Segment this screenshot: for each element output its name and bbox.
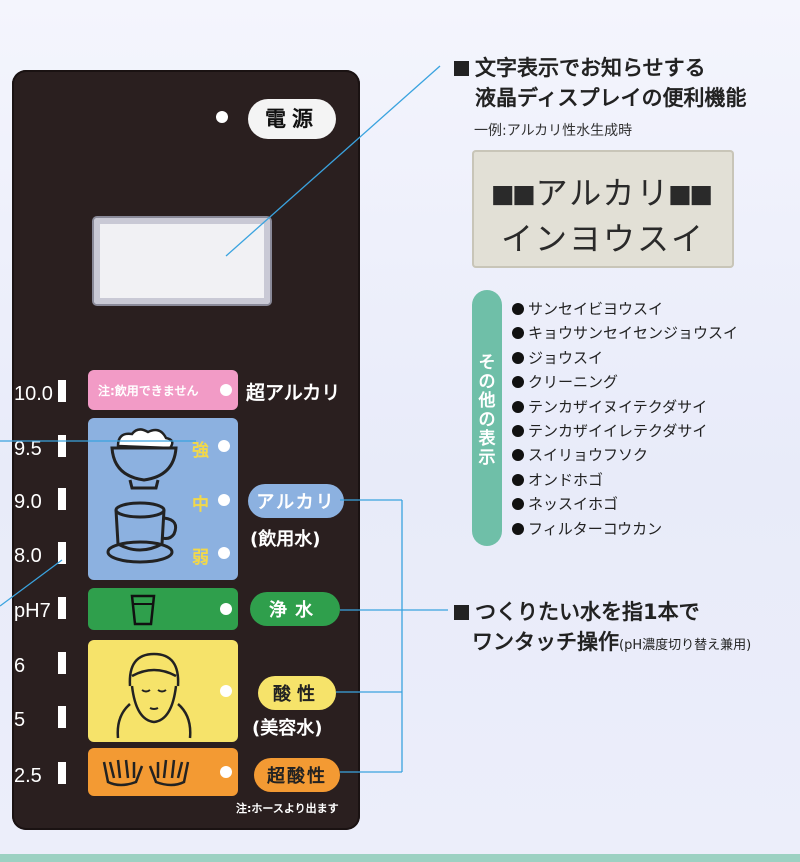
level-weak-led — [218, 547, 230, 559]
bullet-icon — [512, 498, 524, 511]
bullet-icon — [512, 473, 524, 486]
ph-label-10: 10.0 — [14, 383, 53, 405]
operation-callout-title-2: ワンタッチ操作(pH濃度切り替え兼用) — [472, 626, 751, 656]
lcd-callout-title-1-text: 文字表示でお知らせする — [475, 56, 706, 80]
bullet-icon — [512, 522, 524, 535]
square-bullet-icon — [454, 61, 469, 76]
list-item: スイリョウフソク — [512, 443, 738, 467]
other-displays-label: その他の表示 — [478, 353, 496, 468]
ph-label-9: 9.0 — [14, 491, 42, 513]
ph-indicator-7 — [58, 597, 66, 619]
alkaline-button[interactable]: アルカリ — [248, 484, 344, 518]
list-item: キョウサンセイセンジョウスイ — [512, 321, 738, 345]
purified-block — [88, 588, 238, 630]
purified-button[interactable]: 浄水 — [250, 592, 340, 626]
ph-label-5: 5 — [14, 709, 26, 731]
bullet-icon — [512, 376, 524, 389]
list-item: クリーニング — [512, 370, 738, 394]
super-acidic-led — [220, 766, 232, 778]
super-alkaline-label: 超アルカリ — [246, 382, 341, 404]
power-indicator — [216, 111, 228, 123]
bullet-icon — [512, 351, 524, 364]
acidic-button[interactable]: 酸性 — [258, 676, 336, 710]
list-item: テンカザイイレテクダサイ — [512, 419, 738, 443]
level-strong: 強 — [192, 441, 209, 461]
list-item: オンドホゴ — [512, 468, 738, 492]
bottom-strip — [0, 854, 800, 862]
super-acidic-button[interactable]: 超酸性 — [254, 758, 340, 792]
ph-indicator-9-5 — [58, 435, 66, 457]
bullet-icon — [512, 449, 524, 462]
level-medium-led — [218, 494, 230, 506]
rice-bowl-icon — [110, 428, 178, 490]
level-strong-led — [218, 440, 230, 452]
hose-note: 注:ホースより出ます — [236, 802, 339, 815]
lcd-demo-line-1: ■■アルカリ■■ — [493, 174, 713, 212]
coffee-cup-icon — [106, 501, 178, 564]
bullet-icon — [512, 424, 524, 437]
power-button[interactable]: 電源 — [248, 99, 336, 139]
bullet-icon — [512, 400, 524, 413]
level-medium: 中 — [192, 495, 209, 515]
other-displays-tab — [472, 290, 502, 546]
other-displays-list: サンセイビヨウスイ キョウサンセイセンジョウスイ ジョウスイ クリーニング テン… — [512, 297, 738, 541]
super-alkaline-block — [88, 370, 238, 410]
ph-indicator-8 — [58, 542, 66, 564]
operation-callout-title-1: つくりたい水を指1本で — [454, 596, 700, 626]
alkaline-sub-label: (飲用水) — [250, 529, 321, 550]
list-item: ネッスイホゴ — [512, 492, 738, 516]
face-icon — [116, 652, 192, 739]
ph-label-6: 6 — [14, 655, 26, 677]
ph-indicator-6 — [58, 652, 66, 674]
hands-icon — [102, 759, 190, 787]
bullet-icon — [512, 303, 524, 315]
ph-label-7: pH7 — [14, 600, 51, 622]
list-item: ジョウスイ — [512, 346, 738, 370]
not-drinkable-note: 注:飲用できません — [98, 384, 199, 398]
list-item: サンセイビヨウスイ — [512, 297, 738, 321]
glass-icon — [130, 594, 156, 626]
list-item: フィルターコウカン — [512, 517, 738, 541]
level-weak: 弱 — [192, 548, 209, 568]
acidic-led — [220, 685, 232, 697]
ph-label-2-5: 2.5 — [14, 765, 42, 787]
example-caption: 一例:アルカリ性水生成時 — [474, 123, 633, 139]
lcd-demo-line-2: インヨウスイ — [500, 220, 705, 258]
lcd-callout-title-1: 文字表示でお知らせする — [454, 52, 706, 82]
operation-callout-paren: (pH濃度切り替え兼用) — [619, 638, 752, 653]
lcd-demo-display: ■■アルカリ■■ インヨウスイ — [472, 150, 734, 268]
super-alkaline-led — [220, 384, 232, 396]
ph-label-9-5: 9.5 — [14, 438, 42, 460]
bullet-icon — [512, 327, 524, 340]
ph-label-8: 8.0 — [14, 545, 42, 567]
ph-indicator-2-5 — [58, 762, 66, 784]
lcd-display — [94, 218, 270, 304]
operation-callout-title-1-text: つくりたい水を指1本で — [475, 600, 700, 624]
purified-led — [220, 603, 232, 615]
acidic-sub-label: (美容水) — [252, 718, 323, 739]
square-bullet-icon — [454, 605, 469, 620]
operation-callout-title-2-text: ワンタッチ操作 — [472, 630, 619, 654]
ph-indicator-10 — [58, 380, 66, 402]
ph-indicator-5 — [58, 706, 66, 728]
list-item: テンカザイヌイテクダサイ — [512, 395, 738, 419]
ph-indicator-9 — [58, 488, 66, 510]
lcd-callout-title-2: 液晶ディスプレイの便利機能 — [475, 86, 747, 110]
